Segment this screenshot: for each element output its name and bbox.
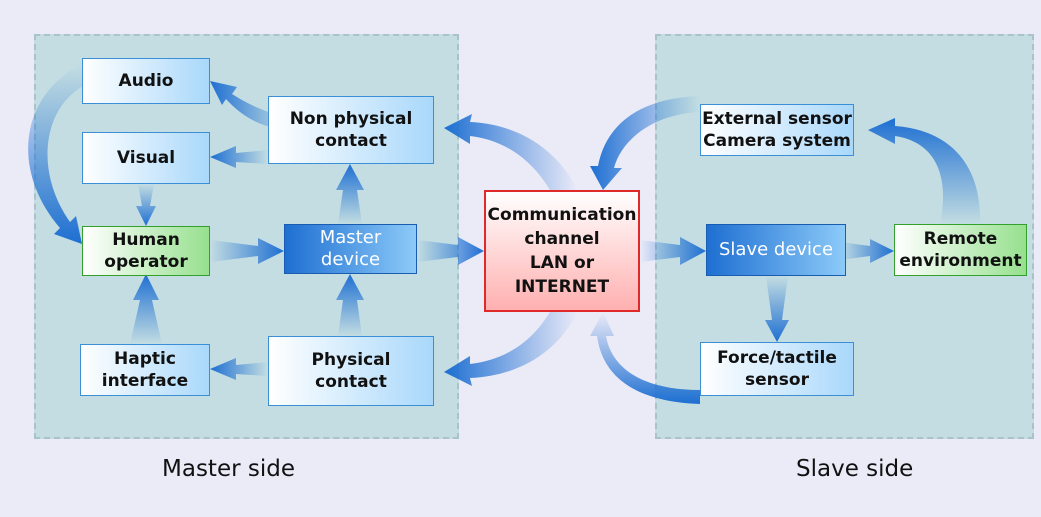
remote-environment-node: Remote environment <box>894 224 1027 276</box>
haptic-interface-node: Haptic interface <box>80 344 210 396</box>
master-device-node: Master device <box>284 224 417 274</box>
arrow-physical-to-haptic <box>210 358 268 380</box>
arrow-master-to-channel <box>417 237 484 265</box>
arrow-haptic-to-human <box>130 274 162 344</box>
arrow-visual-to-human <box>136 184 156 226</box>
arrow-channel-to-nonphysical <box>444 114 578 190</box>
slave-device-node: Slave device <box>706 224 846 276</box>
arrow-physical-to-master <box>336 274 364 336</box>
master-side-label: Master side <box>162 456 295 482</box>
arrow-remote-to-external <box>868 118 981 224</box>
non-physical-contact-node: Non physical contact <box>268 96 434 164</box>
arrow-master-to-nonphysical <box>336 164 364 224</box>
slave-side-label: Slave side <box>796 456 914 482</box>
external-sensor-node: External sensor Camera system <box>700 104 854 156</box>
arrow-human-to-master <box>210 238 284 264</box>
arrow-force-to-channel <box>590 312 700 404</box>
arrow-channel-to-physical <box>444 312 578 386</box>
arrow-channel-to-slave <box>640 237 706 265</box>
force-tactile-sensor-node: Force/tactile sensor <box>700 342 854 396</box>
visual-node: Visual <box>82 132 210 184</box>
audio-node: Audio <box>82 58 210 104</box>
arrow-audio-to-human <box>28 64 92 244</box>
arrow-nonphysical-to-visual <box>210 146 268 168</box>
human-operator-node: Human operator <box>82 226 210 276</box>
communication-channel-node: Communication channel LAN or INTERNET <box>484 190 640 312</box>
arrow-slave-to-force <box>765 276 789 342</box>
arrow-external-to-channel <box>590 96 700 190</box>
arrow-slave-to-remote <box>840 239 894 263</box>
physical-contact-node: Physical contact <box>268 336 434 406</box>
